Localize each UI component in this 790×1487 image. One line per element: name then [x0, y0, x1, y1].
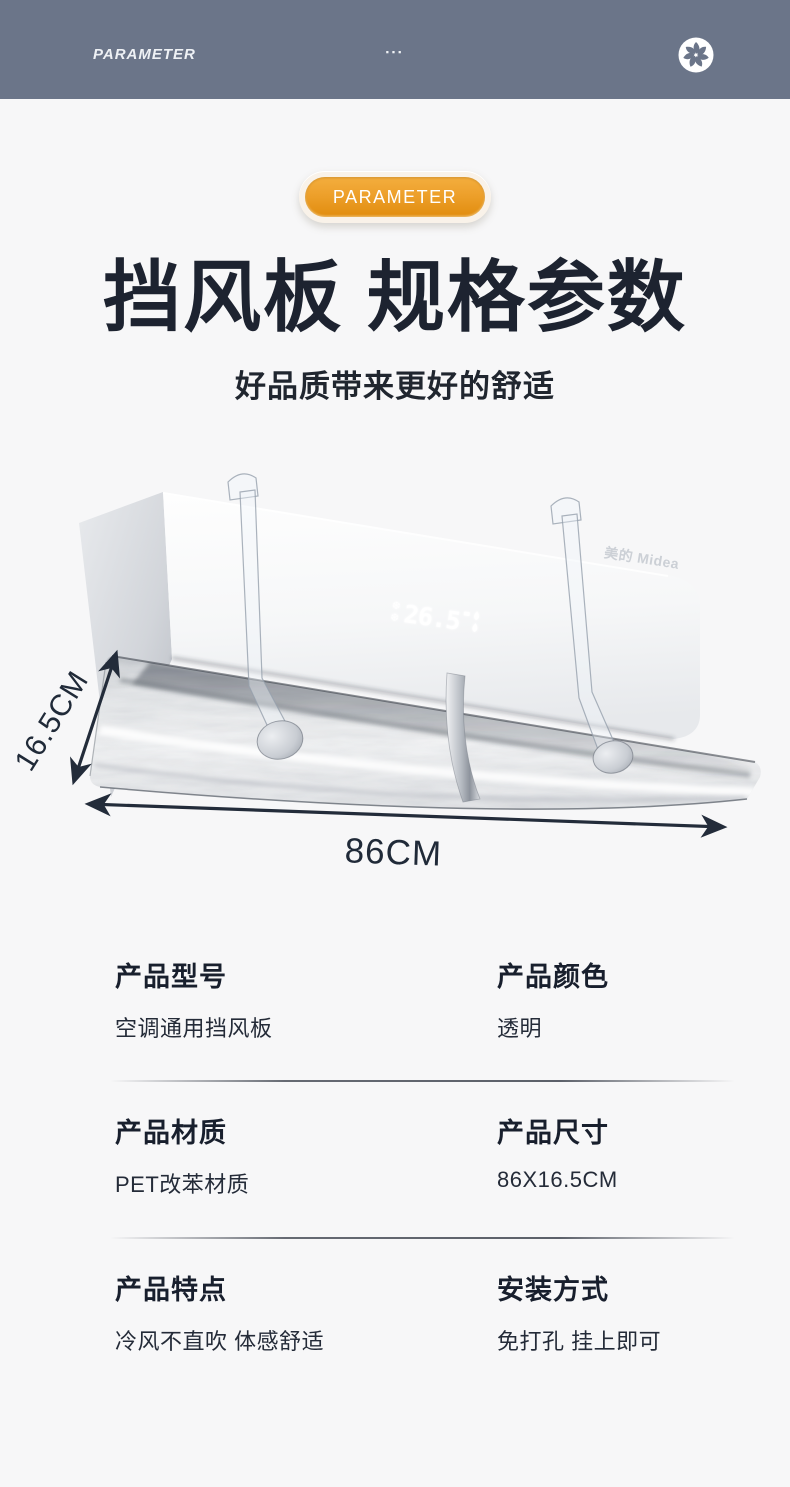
header-bar: PARAMETER ▪▪▪ [0, 0, 790, 99]
spec-list: 产品型号 空调通用挡风板 产品颜色 透明 产品材质 PET改苯材质 产品尺寸 8… [0, 928, 790, 1356]
spec-feature-value: 冷风不直吹 体感舒适 [115, 1329, 325, 1354]
spec-size-value: 86X16.5CM [497, 1167, 618, 1192]
width-arrow [84, 793, 728, 838]
hook-left-crest [227, 473, 259, 501]
width-dimension-label: 86CM [344, 831, 443, 873]
spec-feature: 产品特点 冷风不直吹 体感舒适 [115, 1268, 497, 1356]
divider [110, 1237, 735, 1239]
width-dimension-annotation: 86CM [84, 793, 728, 874]
spec-color-label: 产品颜色 [497, 962, 609, 992]
svg-text:❆: ❆ [391, 600, 401, 612]
parameter-badge-label: PARAMETER [332, 186, 458, 207]
page-title: 挡风板 规格参数 [103, 253, 687, 341]
spec-material-value: PET改苯材质 [115, 1172, 250, 1197]
product-figure: 美的 Midea ❆ ❆ 26.5 [0, 430, 790, 900]
hook-right-crest [550, 497, 582, 525]
spec-model-label: 产品型号 [115, 962, 227, 992]
header-parameter-label: PARAMETER [93, 46, 196, 63]
temperature-display: ❆ ❆ 26.5 [390, 599, 479, 636]
spec-install: 安装方式 免打孔 挂上即可 [497, 1268, 735, 1356]
parameter-badge: PARAMETER [299, 171, 491, 223]
spec-feature-label: 产品特点 [115, 1275, 227, 1305]
suction-disc-left [256, 720, 304, 760]
spec-size: 产品尺寸 86X16.5CM [497, 1111, 735, 1199]
divider [110, 1080, 735, 1082]
air-conditioner: 美的 Midea ❆ ❆ 26.5 [79, 492, 700, 797]
suction-disc-right [592, 740, 634, 774]
spec-row-3: 产品特点 冷风不直吹 体感舒适 安装方式 免打孔 挂上即可 [115, 1239, 735, 1356]
svg-text:❆: ❆ [390, 612, 400, 624]
spec-size-label: 产品尺寸 [497, 1118, 609, 1148]
spec-model: 产品型号 空调通用挡风板 [115, 955, 497, 1043]
fan-icon [677, 36, 715, 74]
height-arrow [69, 649, 121, 786]
spec-color-value: 透明 [497, 1016, 543, 1041]
spec-install-label: 安装方式 [497, 1275, 609, 1305]
spec-material: 产品材质 PET改苯材质 [115, 1111, 497, 1199]
spec-install-value: 免打孔 挂上即可 [497, 1329, 662, 1354]
spec-row-1: 产品型号 空调通用挡风板 产品颜色 透明 [115, 928, 735, 1080]
spec-model-value: 空调通用挡风板 [115, 1016, 273, 1041]
spec-material-label: 产品材质 [115, 1118, 227, 1148]
spec-row-2: 产品材质 PET改苯材质 产品尺寸 86X16.5CM [115, 1082, 735, 1237]
header-dots: ▪▪▪ [385, 47, 405, 57]
droplet-icon [472, 623, 478, 633]
page-subtitle: 好品质带来更好的舒适 [235, 368, 555, 404]
droplet-icon [474, 611, 479, 621]
spec-color: 产品颜色 透明 [497, 955, 735, 1043]
parameter-badge-pill: PARAMETER [305, 177, 485, 217]
